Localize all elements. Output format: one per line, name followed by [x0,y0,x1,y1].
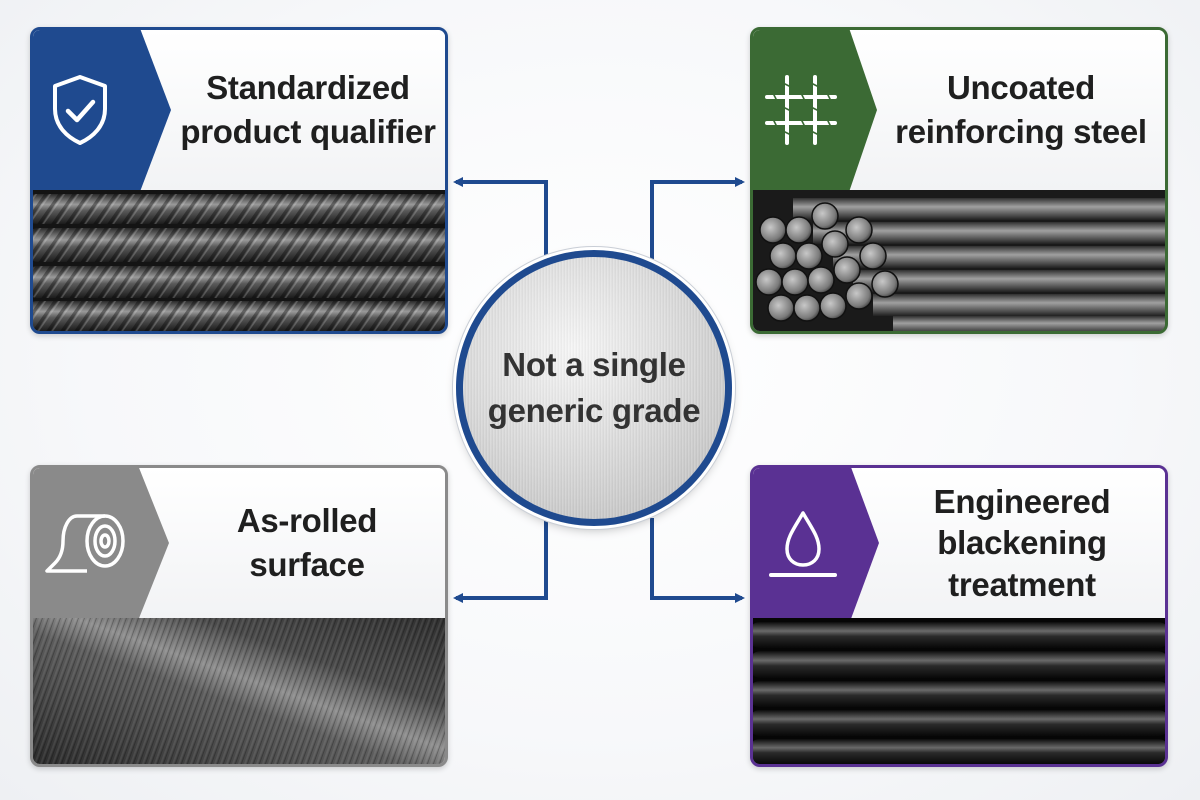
icon-chevron [33,30,171,190]
arrow-to-uncoated [650,177,745,260]
arrow-to-blackening [650,518,745,603]
card-header: Uncoated reinforcing steel [753,30,1165,190]
card-title: Engineered blackening treatment [879,468,1165,618]
center-label-line: generic grade [487,392,701,429]
title-line: reinforcing steel [895,113,1147,150]
steel-coil-icon [45,514,125,573]
rolled-surface-photo [33,618,445,764]
oil-drop-icon [769,511,837,577]
title-line: As-rolled [236,502,378,540]
center-label-line: Not a single [502,345,686,383]
black-bars-photo [753,618,1165,764]
title-line: Uncoated [947,69,1095,107]
center-label: Not a single generic grade [488,342,701,434]
title-line: Standardized [206,69,410,107]
card-as-rolled-surface: As-rolled surface [30,465,448,767]
card-header: As-rolled surface [33,468,445,618]
ribbed-rebar-photo [33,190,445,331]
card-title: As-rolled surface [169,468,445,618]
icon-chevron [33,468,169,618]
icon-chevron [753,468,879,618]
icon-chevron [753,30,877,190]
card-title: Standardized product qualifier [171,30,445,190]
title-line: treatment [948,565,1096,603]
card-header: Engineered blackening treatment [753,468,1165,618]
title-line: product qualifier [180,113,436,150]
rebar-grid-icon [765,75,837,145]
shield-check-icon [53,75,107,145]
rebar-bundle-ends-photo [753,190,1165,331]
card-engineered-blackening-treatment: Engineered blackening treatment [750,465,1168,767]
title-line: blackening [937,524,1107,562]
center-circle: Not a single generic grade [456,250,732,526]
card-uncoated-reinforcing-steel: Uncoated reinforcing steel [750,27,1168,334]
arrow-to-standardized [453,177,548,260]
card-standardized-product-qualifier: Standardized product qualifier [30,27,448,334]
title-line: Engineered [933,483,1111,521]
card-header: Standardized product qualifier [33,30,445,190]
card-title: Uncoated reinforcing steel [877,30,1165,190]
title-line: surface [249,546,365,583]
arrow-to-as-rolled [453,518,548,603]
